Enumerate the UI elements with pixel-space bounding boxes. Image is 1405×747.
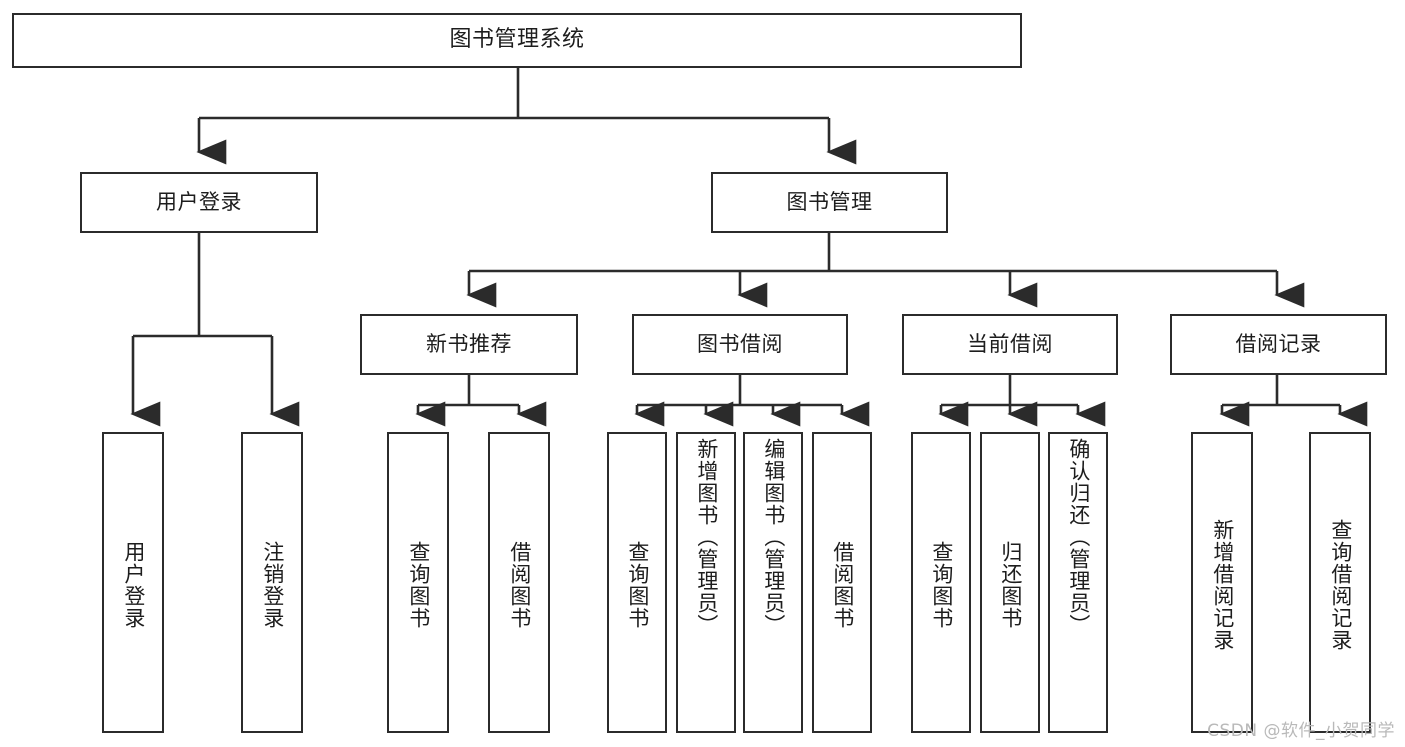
node-label: 图书借阅 (697, 331, 783, 356)
node-label: 图书管理系统 (449, 27, 585, 53)
leaf-query-book-3[interactable]: 查询图书 (911, 432, 971, 733)
node-label: 当前借阅 (967, 331, 1053, 356)
leaf-label: 查询借阅记录 (1328, 518, 1353, 651)
node-root-system[interactable]: 图书管理系统 (12, 13, 1022, 68)
leaf-borrow-book-2[interactable]: 借阅图书 (812, 432, 872, 733)
leaf-query-book-1[interactable]: 查询图书 (387, 432, 449, 733)
leaf-add-record[interactable]: 新增借阅记录 (1191, 432, 1253, 733)
leaf-label: 查询图书 (406, 540, 431, 629)
leaf-label: 确认归还（管理员） (1066, 438, 1091, 636)
leaf-edit-book[interactable]: 编辑图书（管理员） (743, 432, 803, 733)
leaf-label: 查询图书 (625, 540, 650, 629)
leaf-logout[interactable]: 注销登录 (241, 432, 303, 733)
leaf-add-book[interactable]: 新增图书（管理员） (676, 432, 736, 733)
leaf-borrow-book-1[interactable]: 借阅图书 (488, 432, 550, 733)
leaf-label: 新增借阅记录 (1210, 518, 1235, 651)
leaf-label: 借阅图书 (830, 540, 855, 629)
leaf-label: 归还图书 (998, 540, 1023, 629)
leaf-label: 查询图书 (929, 540, 954, 629)
leaf-label: 新增图书（管理员） (694, 438, 719, 636)
node-book-manage[interactable]: 图书管理 (711, 172, 948, 233)
node-borrow-record[interactable]: 借阅记录 (1170, 314, 1387, 375)
leaf-label: 用户登录 (121, 540, 146, 629)
node-current-borrow[interactable]: 当前借阅 (902, 314, 1118, 375)
csdn-watermark: CSDN @软件_小贺同学 (1207, 721, 1395, 741)
leaf-user-login[interactable]: 用户登录 (102, 432, 164, 733)
leaf-confirm-return[interactable]: 确认归还（管理员） (1048, 432, 1108, 733)
leaf-label: 借阅图书 (507, 540, 532, 629)
node-new-book-recommend[interactable]: 新书推荐 (360, 314, 578, 375)
node-label: 用户登录 (156, 189, 242, 214)
leaf-return-book[interactable]: 归还图书 (980, 432, 1040, 733)
node-book-borrow[interactable]: 图书借阅 (632, 314, 848, 375)
leaf-label: 注销登录 (260, 540, 285, 629)
node-label: 新书推荐 (426, 331, 512, 356)
leaf-query-book-2[interactable]: 查询图书 (607, 432, 667, 733)
leaf-label: 编辑图书（管理员） (761, 438, 786, 636)
leaf-query-record[interactable]: 查询借阅记录 (1309, 432, 1371, 733)
node-user-login[interactable]: 用户登录 (80, 172, 318, 233)
node-label: 图书管理 (786, 189, 873, 214)
node-label: 借阅记录 (1235, 331, 1322, 356)
